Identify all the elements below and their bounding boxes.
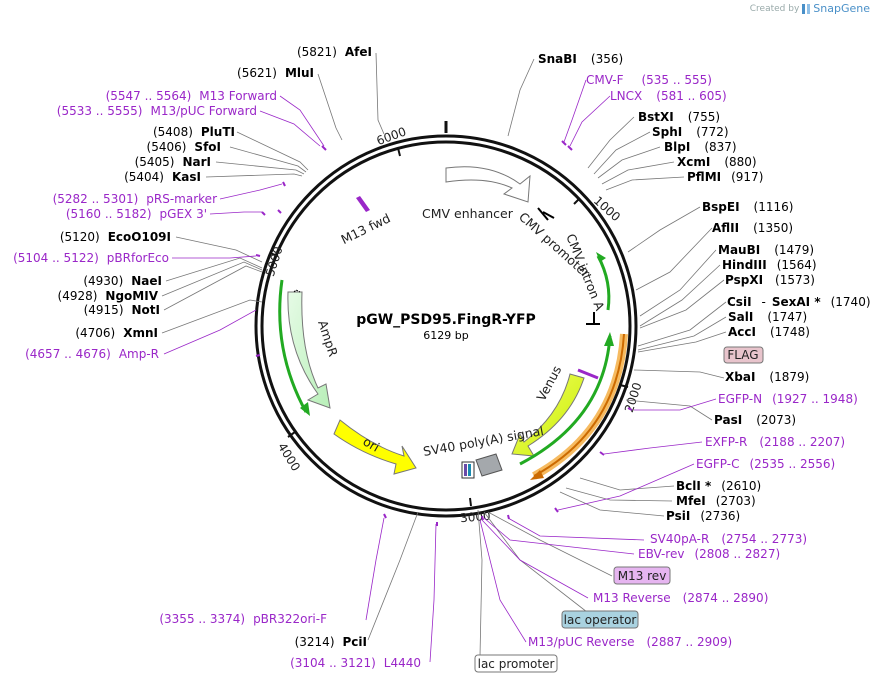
- flag-label: FLAG: [727, 348, 758, 362]
- site-noti: (4915)NotI: [84, 303, 160, 317]
- venus-green-arc: [519, 335, 612, 466]
- feature-label-cmv-enhancer: CMV enhancer: [422, 206, 514, 221]
- primer-pbr322ori-f: (3355 .. 3374)pBR322ori-F: [159, 612, 327, 626]
- site-bcli: BclI *(2610): [676, 479, 761, 493]
- ampr-green-arc: [278, 279, 308, 413]
- site-xbai: XbaI(1879): [725, 370, 809, 384]
- m13-fwd-arrow: [356, 196, 370, 212]
- site-ngomiv: (4928)NgoMIV: [58, 289, 159, 303]
- site-labels-right: SnaBI(356) BstXI(755) SphI(772) BlpI(837…: [538, 52, 871, 523]
- feature-label-ori: ori: [361, 434, 383, 455]
- site-mlui: (5621)MluI: [237, 66, 314, 80]
- primer-amp-r: (4657 .. 4676)Amp-R: [25, 347, 159, 361]
- site-aflii: AflII(1350): [712, 221, 793, 235]
- sv40-box: [475, 453, 503, 477]
- primer-egfp-n: EGFP-N(1927 .. 1948): [718, 392, 858, 406]
- plasmid-length: 6129 bp: [423, 329, 468, 342]
- primer-pbrforeco: (5104 .. 5122)pBRforEco: [13, 251, 169, 265]
- primer-labels-left: (5547 .. 5564)M13 Forward (5533 .. 5555)…: [13, 89, 421, 670]
- cmv-promoter-mark: [537, 207, 555, 221]
- site-sfoi: (5406)SfoI: [147, 140, 221, 154]
- site-pspxi: PspXI(1573): [725, 273, 815, 287]
- site-sali: SalI(1747): [728, 310, 807, 324]
- cmv-enhancer-arrow: [445, 166, 531, 203]
- feature-label-cmv-intron: CMV intron A: [563, 232, 608, 313]
- primer-leaders: [163, 79, 717, 663]
- backbone: [254, 134, 638, 518]
- ori-arrow: [333, 419, 417, 475]
- plasmid-title: pGW_PSD95.FingR-YFP 6129 bp: [356, 312, 536, 342]
- primer-cmv-f: CMV-F(535 .. 555): [586, 73, 712, 87]
- primer-prs-marker: (5282 .. 5301)pRS-marker: [53, 192, 217, 206]
- primer-m13-reverse: M13 Reverse(2874 .. 2890): [593, 591, 768, 605]
- site-bspei: BspEI(1116): [702, 200, 793, 214]
- site-bstxi: BstXI(755): [638, 110, 720, 124]
- lac-operator-feature-box: lac operator: [561, 610, 639, 629]
- site-pcii: (3214)PciI: [295, 635, 367, 649]
- site-labels-left: (5821)AfeI (5621)MluI (5408)PluTI (5406)…: [58, 45, 372, 649]
- site-pasi: PasI(2073): [714, 413, 796, 427]
- flag-feature-box: FLAG: [723, 346, 764, 364]
- lac-promoter-label: lac promoter: [478, 657, 555, 671]
- primer-ebv-rev: EBV-rev(2808 .. 2827): [638, 547, 780, 561]
- backbone-ticks: [269, 121, 629, 507]
- primer-exfp-r: EXFP-R(2188 .. 2207): [705, 435, 845, 449]
- primer-m13puc-forward: (5533 .. 5555)M13/pUC Forward: [57, 104, 257, 118]
- primer-egfp-c: EGFP-C(2535 .. 2556): [696, 457, 835, 471]
- site-xcmi: XcmI(880): [677, 155, 757, 169]
- tick-label-3000: 3000: [460, 509, 492, 526]
- site-snabi: SnaBI(356): [538, 52, 623, 66]
- lac-operator-label: lac operator: [564, 613, 637, 627]
- site-nari: (5405)NarI: [135, 155, 211, 169]
- features: [278, 166, 628, 480]
- feature-label-venus: Venus: [533, 363, 564, 403]
- primer-sv40pa-r: SV40pA-R(2754 .. 2773): [650, 532, 807, 546]
- snapgene-credit: Created by SnapGene: [750, 2, 870, 15]
- site-sphi: SphI(772): [652, 125, 729, 139]
- site-pflmi: PflMI(917): [687, 170, 763, 184]
- primer-lncx: LNCX(581 .. 605): [610, 89, 727, 103]
- site-blpi: BlpI(837): [664, 140, 737, 154]
- lac-promoter-feature-box: lac promoter: [474, 654, 558, 673]
- m13-rev-feature-box: M13 rev: [613, 566, 671, 585]
- plasmid-name: pGW_PSD95.FingR-YFP: [356, 312, 536, 328]
- tick-label-5000: 5000: [263, 245, 286, 278]
- site-naei: (4930)NaeI: [83, 274, 162, 288]
- primer-marks: [255, 140, 633, 526]
- m13-rev-label: M13 rev: [618, 569, 667, 583]
- site-csii-sexai: CsiI-SexAI *(1740): [727, 295, 871, 309]
- primer-m13-forward: (5547 .. 5564)M13 Forward: [106, 89, 277, 103]
- site-mfei: MfeI(2703): [676, 494, 756, 508]
- site-kasi: (5404)KasI: [124, 170, 201, 184]
- site-ecoo109i: (5120)EcoO109I: [60, 230, 171, 244]
- site-afei: (5821)AfeI: [297, 45, 372, 59]
- feature-label-m13-fwd: M13 fwd: [339, 210, 393, 247]
- ampr-arrow: [287, 291, 331, 409]
- feature-label-ampr: AmpR: [315, 318, 341, 358]
- site-acci: AccI(1748): [728, 325, 810, 339]
- site-psii: PsiI(2736): [666, 509, 740, 523]
- site-maubi: MauBI(1479): [718, 243, 814, 257]
- site-pluti: (5408)PluTI: [153, 125, 235, 139]
- site-xmni: (4706)XmnI: [75, 326, 158, 340]
- boxed-labels: FLAG M13 rev lac operator lac promoter: [474, 346, 764, 673]
- venus-arrow: [511, 373, 585, 457]
- primer-l4440: (3104 .. 3121)L4440: [290, 656, 421, 670]
- primer-labels-right: CMV-F(535 .. 555) LNCX(581 .. 605) EGFP-…: [528, 73, 858, 649]
- primer-m13puc-reverse: M13/pUC Reverse(2887 .. 2909): [528, 635, 732, 649]
- snapgene-logo-icon: [802, 3, 811, 14]
- primer-pgex3: (5160 .. 5182)pGEX 3': [66, 207, 207, 221]
- credit-prefix: Created by: [749, 3, 800, 14]
- cmv-intron-mark: [586, 312, 600, 325]
- credit-brand: SnapGene: [813, 2, 870, 15]
- site-hindiii: HindIII(1564): [722, 258, 817, 272]
